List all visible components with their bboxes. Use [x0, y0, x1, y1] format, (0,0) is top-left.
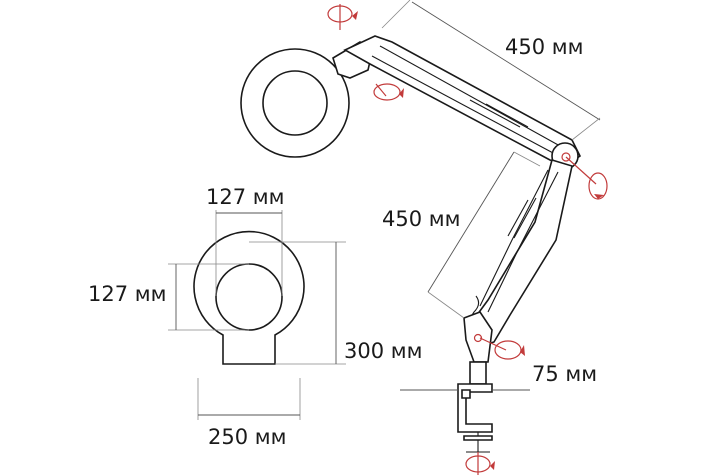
- lens-height-label: 127 мм: [88, 282, 166, 306]
- head-width-dimension: 250 мм: [197, 378, 301, 449]
- head-height-dimension: 300 мм: [249, 241, 422, 365]
- lamp-side-view: [240, 4, 608, 475]
- head-width-label: 250 мм: [208, 425, 286, 449]
- clamp-width-label: 75 мм: [532, 362, 597, 386]
- rotation-arrow-icon: [465, 452, 495, 475]
- rotation-arrow-icon: [327, 4, 358, 30]
- lamp-head: [240, 48, 350, 158]
- lower-arm-length-label: 450 мм: [382, 207, 460, 231]
- rotation-arrow-icon: [373, 83, 404, 101]
- base-pivot-dot: [473, 333, 483, 343]
- lens-height-dimension: 127 мм: [88, 263, 249, 331]
- clamp-dimension: 75 мм: [400, 362, 597, 391]
- head-height-label: 300 мм: [344, 339, 422, 363]
- upper-arm-dimension: 450 мм: [381, 0, 601, 141]
- rotation-arrow-icon: [565, 156, 608, 200]
- lens-width-dimension: 127 мм: [206, 185, 284, 296]
- rotation-arrow-icon: [479, 337, 525, 360]
- desk-clamp: [457, 383, 493, 453]
- upper-arm: [343, 35, 582, 167]
- base-joint: [463, 311, 493, 385]
- upper-arm-length-label: 450 мм: [505, 35, 583, 59]
- head-front-view: [193, 230, 305, 365]
- lens-width-label: 127 мм: [206, 185, 284, 209]
- lower-arm-dimension: 450 мм: [382, 151, 541, 319]
